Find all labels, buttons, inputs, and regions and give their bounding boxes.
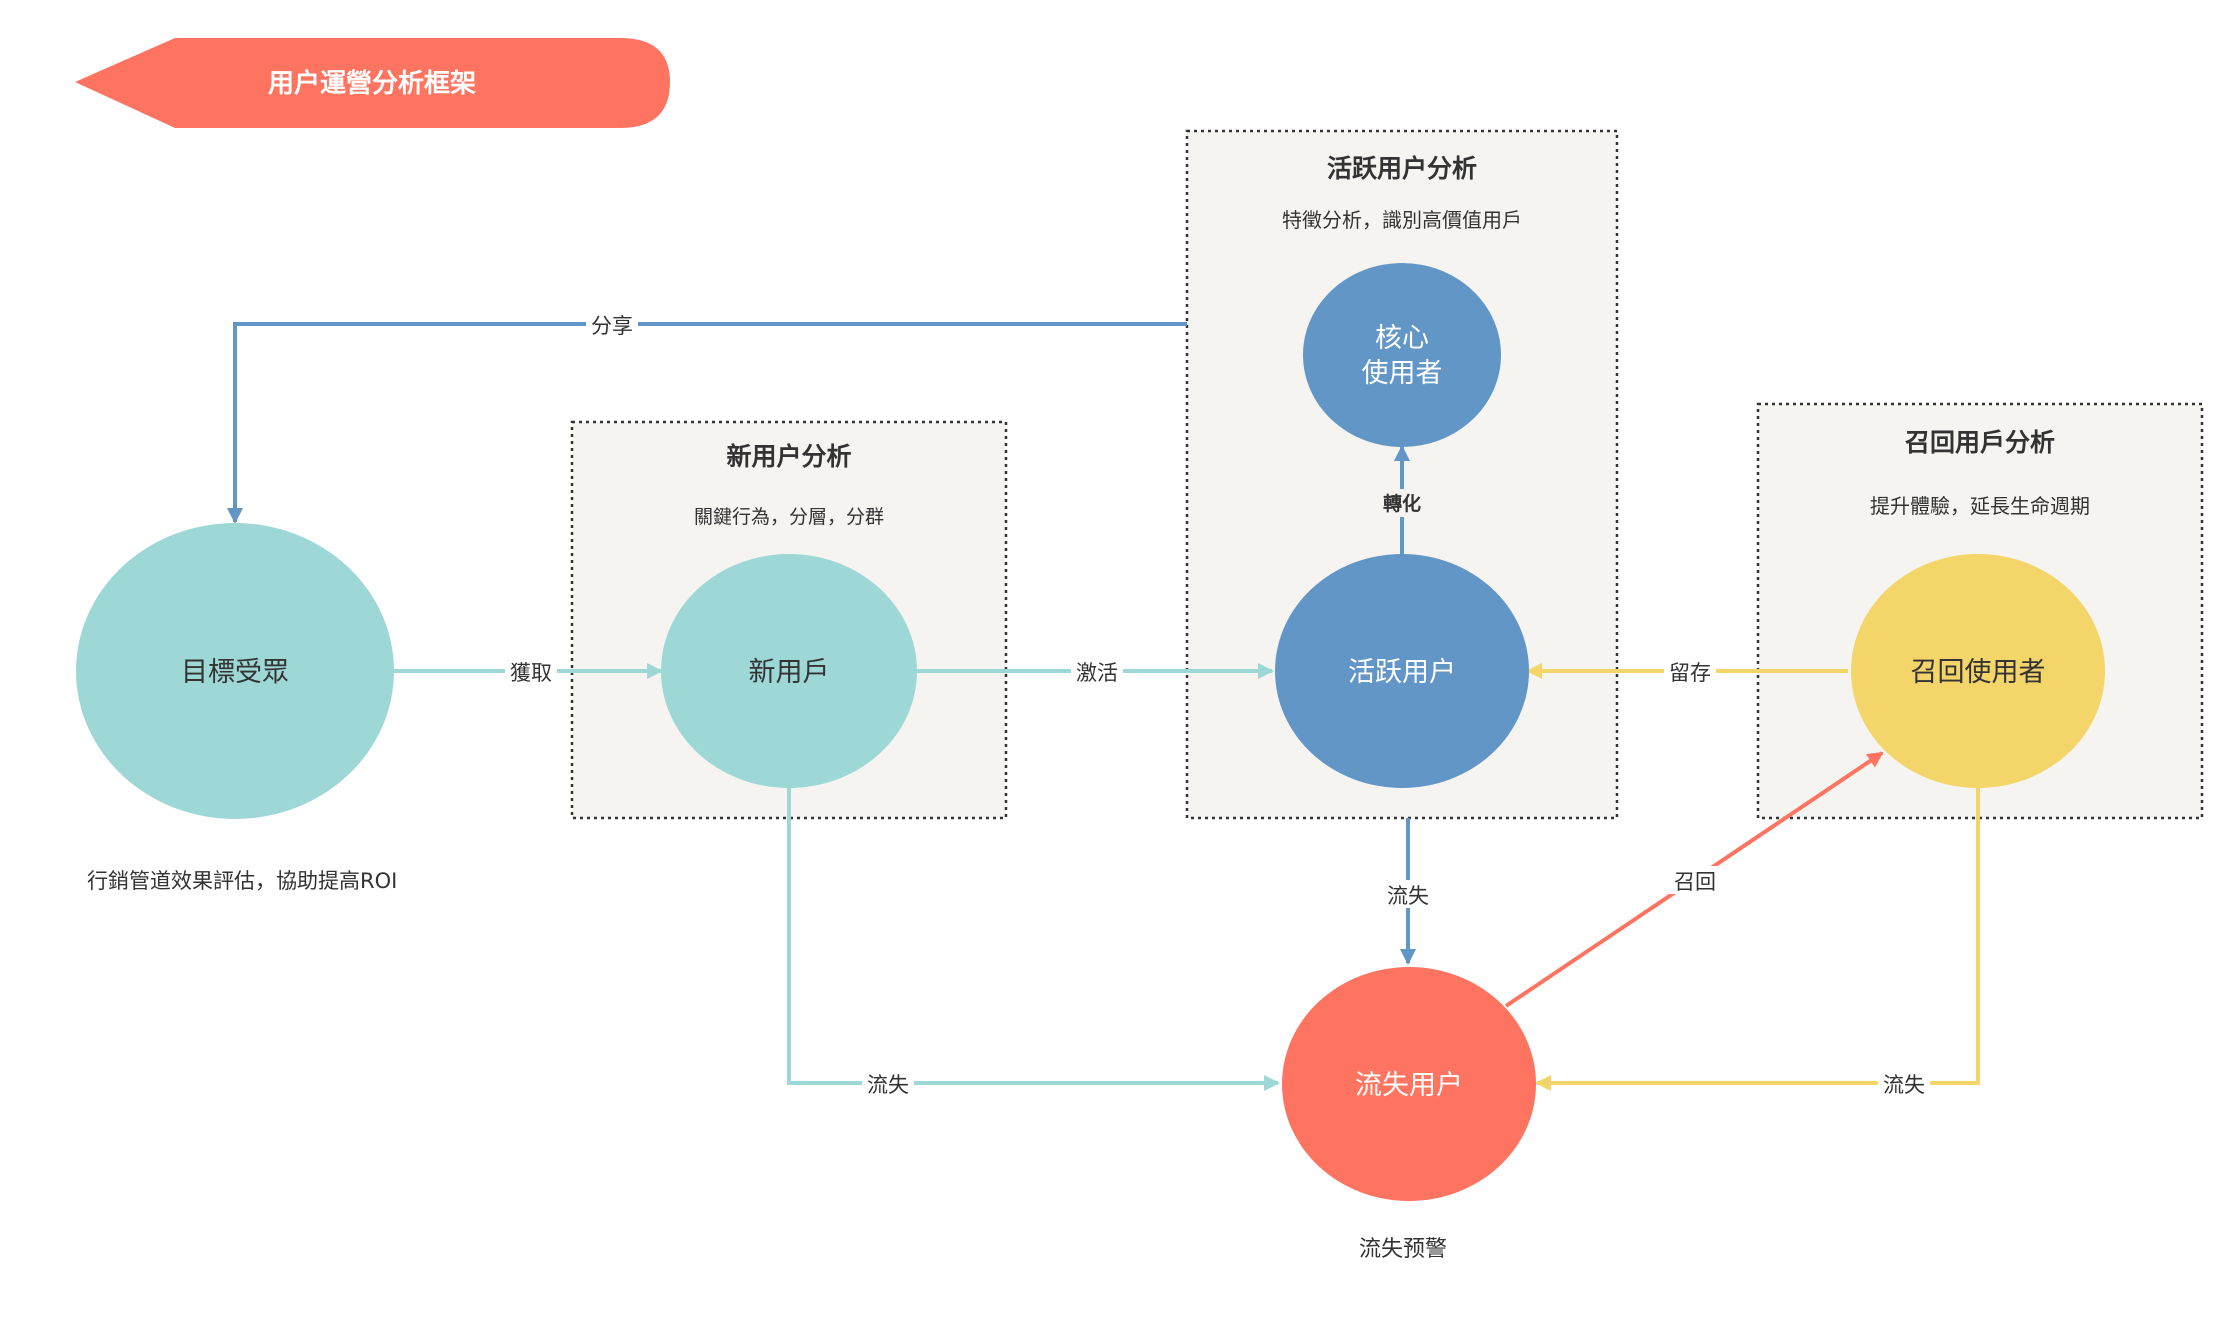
node-recall-user-label: 召回使用者 — [1911, 657, 2046, 688]
node-active-user-label: 活跃用户 — [1348, 657, 1456, 688]
panel-new-user-subtitle: 關鍵行為，分層，分群 — [694, 506, 884, 528]
edge-label-recall: 召回 — [1674, 870, 1716, 894]
title-banner: 用户運營分析框架 — [75, 38, 670, 128]
panel-active-user-subtitle: 特徵分析，識別高價值用戶 — [1282, 208, 1522, 232]
edge-label-convert: 轉化 — [1383, 492, 1421, 515]
node-core-user-label-line2: 使用者 — [1362, 358, 1443, 389]
edge-churn-from-recall — [1535, 787, 1980, 1091]
edge-churn-from-new — [787, 787, 1280, 1091]
connectors — [227, 322, 1980, 1091]
edge-label-activate: 激活 — [1076, 661, 1118, 685]
node-target: 目標受眾 — [76, 523, 394, 819]
title-banner-shape — [75, 38, 670, 128]
panel-new-user-title: 新用户分析 — [726, 442, 851, 471]
panel-active-user-title: 活跃用户分析 — [1327, 154, 1477, 183]
title-text: 用户運營分析框架 — [268, 68, 476, 99]
edge-labels: 分享 獲取 激活 轉化 留存 流失 流失 召回 流失 — [505, 310, 1930, 1097]
edge-label-acquire: 獲取 — [510, 661, 552, 685]
edge-label-churn-from-active: 流失 — [1387, 884, 1429, 908]
node-target-label: 目標受眾 — [181, 657, 289, 688]
node-active-user: 活跃用户 — [1275, 554, 1529, 788]
node-churn-user-label: 流失用户 — [1355, 1070, 1463, 1101]
node-target-caption: 行銷管道效果評估，協助提高ROI — [87, 869, 397, 893]
edge-label-retain: 留存 — [1669, 661, 1711, 685]
panel-recall-user-title: 召回用戶分析 — [1905, 428, 2055, 457]
edge-label-share: 分享 — [591, 314, 633, 338]
edge-share — [227, 322, 1187, 524]
node-core-user-label-line1: 核心 — [1375, 323, 1429, 354]
panel-recall-user-subtitle: 提升體驗，延長生命週期 — [1870, 494, 2090, 518]
edge-label-churn-from-recall: 流失 — [1883, 1073, 1925, 1097]
node-new-user-label: 新用戶 — [749, 657, 830, 688]
edge-label-churn-from-new: 流失 — [867, 1073, 909, 1097]
node-churn-user: 流失用户 — [1282, 967, 1536, 1201]
node-core-user: 核心 使用者 — [1303, 263, 1501, 447]
node-new-user: 新用戶 — [661, 554, 917, 788]
node-churn-user-caption: 流失预警 — [1359, 1237, 1447, 1262]
node-recall-user: 召回使用者 — [1851, 554, 2105, 788]
